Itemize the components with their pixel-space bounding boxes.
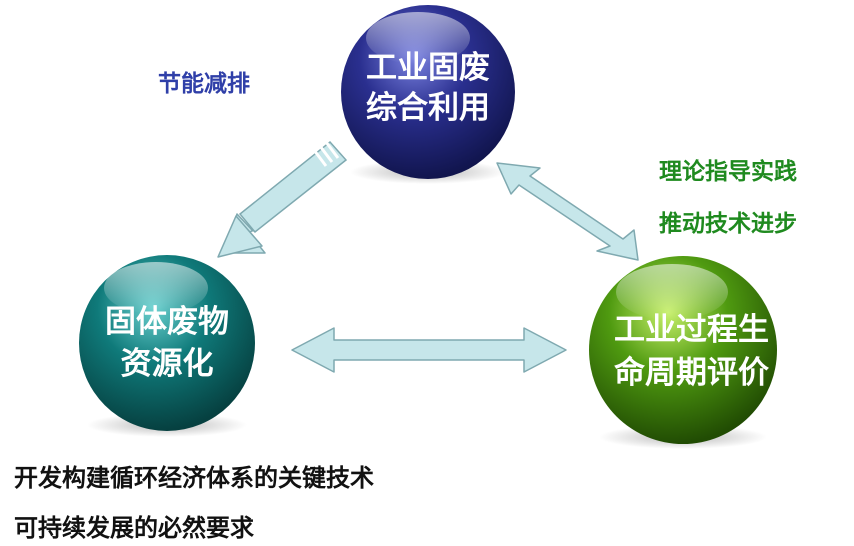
node-lifecycle-assessment: 工业过程生 命周期评价 <box>589 256 777 449</box>
node-top-line2: 综合利用 <box>366 90 490 126</box>
label-theory-practice: 理论指导实践 <box>659 159 797 185</box>
label-key-technology: 开发构建循环经济体系的关键技术 <box>14 464 374 492</box>
node-left-line2: 资源化 <box>121 346 214 382</box>
arrow-head <box>217 215 263 258</box>
node-top-line1: 工业固废 <box>366 50 490 86</box>
arrow-top-to-left <box>217 140 348 258</box>
arrow-top-right <box>496 162 639 261</box>
node-left-line1: 固体废物 <box>105 304 229 340</box>
arrow-left-right <box>291 327 567 373</box>
node-solid-waste: 固体废物 资源化 <box>79 255 255 437</box>
label-drive-progress: 推动技术进步 <box>659 211 797 237</box>
node-right-line1: 工业过程生 <box>614 312 769 348</box>
node-right-line2: 命周期评价 <box>614 355 769 391</box>
label-energy-saving: 节能减排 <box>158 71 250 97</box>
node-industrial-waste: 工业固废 综合利用 <box>341 5 515 184</box>
label-sustainable: 可持续发展的必然要求 <box>14 514 254 542</box>
arrow-shaft <box>238 140 348 234</box>
